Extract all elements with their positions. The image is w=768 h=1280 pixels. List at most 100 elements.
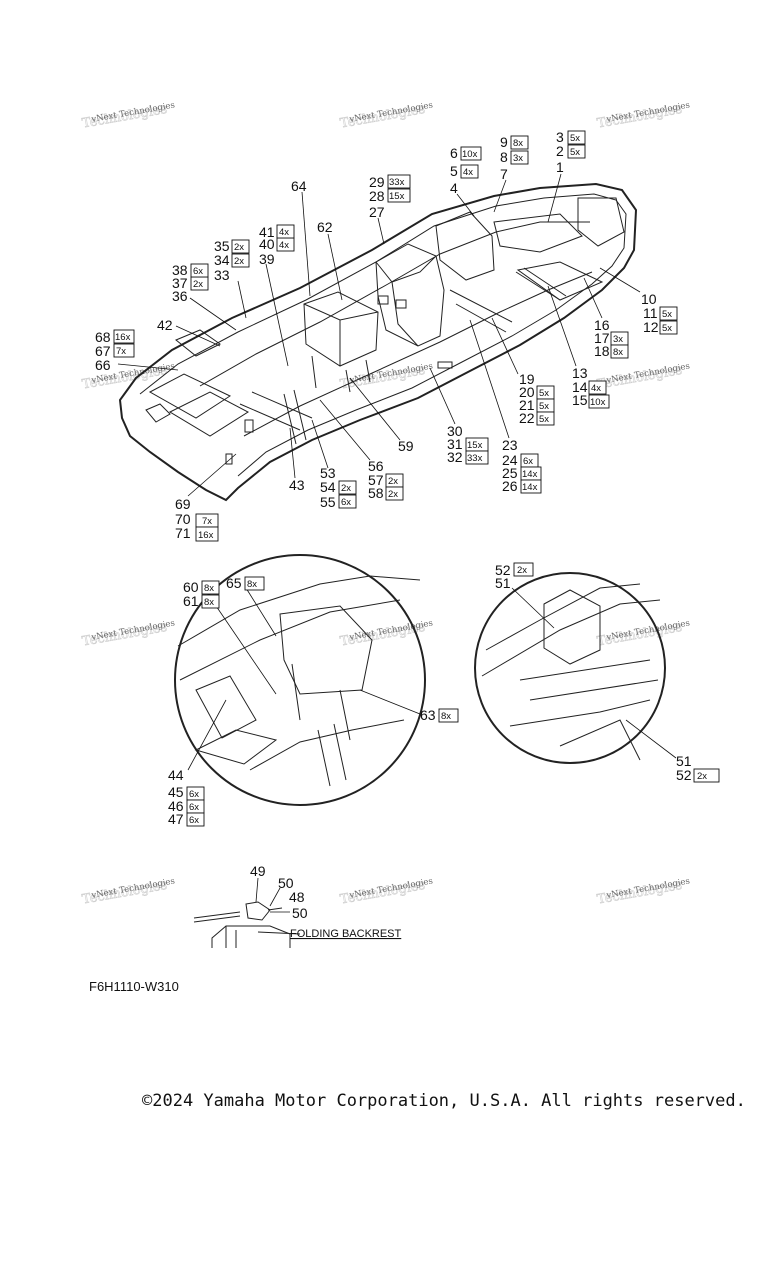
- qty-box: [190, 263, 209, 278]
- callout-6: 6: [450, 145, 458, 161]
- callout-46-qty: 6x: [189, 802, 199, 813]
- callout-35-qty: 2x: [234, 242, 244, 253]
- callout-67-qty: 7x: [116, 346, 126, 357]
- qty-box: [567, 144, 586, 159]
- qty-box: [513, 562, 534, 577]
- qty-box: [387, 174, 411, 189]
- qty-box: [588, 380, 607, 395]
- callout-17-qty: 3x: [613, 334, 623, 345]
- callout-7: 7: [500, 166, 508, 182]
- callout-10: 10: [641, 291, 657, 307]
- callout-37: 37: [172, 275, 188, 291]
- callout-12-qty: 5x: [662, 323, 672, 334]
- callout-56: 56: [368, 458, 384, 474]
- callout-16: 16: [594, 317, 610, 333]
- callout-41-qty: 4x: [279, 227, 289, 238]
- callout-52-qty: 2x: [697, 771, 707, 782]
- callout-9: 9: [500, 134, 508, 150]
- callout-8-qty: 3x: [513, 153, 523, 164]
- diagram-code: F6H1110-W310: [89, 979, 179, 994]
- callout-26: 26: [502, 478, 518, 494]
- callout-18-qty: 8x: [613, 347, 623, 358]
- callout-17: 17: [594, 330, 610, 346]
- callout-71: 71: [175, 525, 191, 541]
- callout-46: 46: [168, 798, 184, 814]
- qty-box: [465, 450, 489, 465]
- watermark: Technologies vNext Technologies: [596, 618, 691, 649]
- callout-44: 44: [168, 767, 184, 783]
- callout-14: 14: [572, 379, 588, 395]
- callout-9-qty: 8x: [513, 138, 523, 149]
- callout-30: 30: [447, 423, 463, 439]
- callout-50: 50: [278, 875, 294, 891]
- callout-47: 47: [168, 811, 184, 827]
- callout-42: 42: [157, 317, 173, 333]
- callout-21: 21: [519, 397, 535, 413]
- watermark: Technologies vNext Technologies: [81, 876, 176, 907]
- callout-53: 53: [320, 465, 336, 481]
- callout-34-qty: 2x: [234, 256, 244, 267]
- qty-box: [536, 411, 555, 426]
- callout-39: 39: [259, 251, 275, 267]
- qty-box: [520, 479, 542, 494]
- qty-box: [385, 486, 404, 501]
- qty-box: [201, 580, 220, 595]
- watermark: Technologies vNext Technologies: [81, 618, 176, 649]
- callout-18: 18: [594, 343, 610, 359]
- callout-62: 62: [317, 219, 333, 235]
- detail-view-seat: [174, 554, 426, 806]
- callout-55: 55: [320, 494, 336, 510]
- callout-38-qty: 6x: [193, 266, 203, 277]
- qty-box: [244, 576, 265, 591]
- callout-57: 57: [368, 472, 384, 488]
- callout-11-qty: 5x: [662, 309, 672, 320]
- callout-40: 40: [259, 236, 275, 252]
- watermark: Technologies vNext Technologies: [81, 100, 176, 131]
- callout-11: 11: [643, 305, 658, 321]
- callout-32-qty: 33x: [467, 453, 483, 464]
- callout-60: 60: [183, 579, 199, 595]
- qty-box: [113, 329, 135, 344]
- callout-71-qty: 16x: [198, 530, 214, 541]
- callout-2: 2: [556, 143, 564, 159]
- qty-box: [567, 130, 586, 145]
- callout-65-qty: 8x: [247, 579, 257, 590]
- callout-61-qty: 8x: [204, 597, 214, 608]
- callout-58: 58: [368, 485, 384, 501]
- callout-60-qty: 8x: [204, 583, 214, 594]
- watermark: Technologies vNext Technologies: [596, 876, 691, 907]
- callout-5: 5: [450, 163, 458, 179]
- qty-box: [338, 480, 357, 495]
- qty-box: [659, 320, 678, 335]
- qty-box: [338, 494, 357, 509]
- callout-40-qty: 4x: [279, 240, 289, 251]
- callout-65: 65: [226, 575, 242, 591]
- callouts: 1 2 5x 3 5x 4 5 4x 6 10x 7 8 3x 9 8x 10 …: [95, 129, 720, 921]
- qty-box: [588, 394, 610, 409]
- callout-13: 13: [572, 365, 588, 381]
- callout-64: 64: [291, 178, 307, 194]
- qty-box: [460, 164, 479, 179]
- callout-47-qty: 6x: [189, 815, 199, 826]
- callout-45: 45: [168, 784, 184, 800]
- callout-25: 25: [502, 465, 518, 481]
- folding-backrest-label: FOLDING BACKREST: [290, 928, 402, 940]
- callout-23: 23: [502, 437, 518, 453]
- copyright-notice: ©2024 Yamaha Motor Corporation, U.S.A. A…: [142, 1091, 746, 1111]
- callout-25-qty: 14x: [522, 469, 538, 480]
- callout-20: 20: [519, 384, 535, 400]
- callout-70-qty: 7x: [202, 516, 212, 527]
- watermark: Technologies vNext Technologies: [339, 100, 434, 131]
- callout-6-qty: 10x: [462, 149, 478, 160]
- callout-12: 12: [643, 319, 659, 335]
- callout-35: 35: [214, 238, 230, 254]
- callout-49: 49: [250, 863, 266, 879]
- callout-20-qty: 5x: [539, 388, 549, 399]
- qty-box: [387, 188, 411, 203]
- callout-8: 8: [500, 149, 508, 165]
- callout-37-qty: 2x: [193, 279, 203, 290]
- qty-box: [438, 708, 459, 723]
- callout-31: 31: [447, 436, 463, 452]
- leader-lines: [117, 173, 677, 913]
